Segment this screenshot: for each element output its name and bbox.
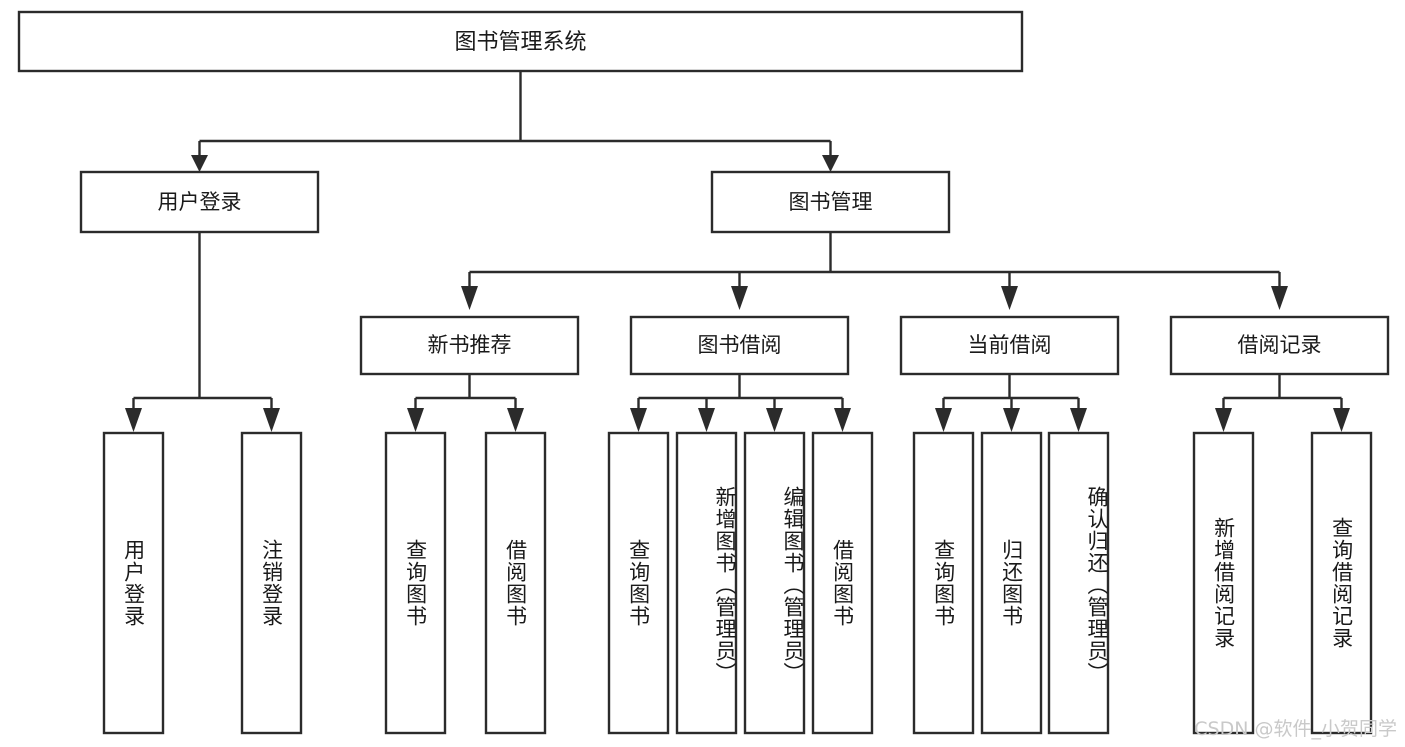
arrowhead-leaf-borrow-record-2 bbox=[1333, 408, 1350, 432]
leaf-box-borrow-record-2[interactable] bbox=[1310, 431, 1373, 735]
arrowhead-leaf-book-borrow-3 bbox=[766, 408, 783, 432]
node-book-borrow[interactable]: 图书借阅 bbox=[629, 315, 850, 376]
leaf-box-current-borrow-3[interactable] bbox=[1047, 431, 1110, 735]
connector-group-new-book bbox=[407, 374, 524, 432]
arrowhead-leaf-current-borrow-3 bbox=[1070, 408, 1087, 432]
arrowhead-leaf-current-borrow-1 bbox=[935, 408, 952, 432]
leaf-box-book-borrow-1[interactable] bbox=[607, 431, 670, 735]
arrowhead-leaf-user-login-2 bbox=[263, 408, 280, 432]
node-book-borrow-label: 图书借阅 bbox=[698, 333, 782, 357]
leaf-box-user-login-2[interactable] bbox=[240, 431, 303, 735]
arrowhead-leaf-book-borrow-4 bbox=[834, 408, 851, 432]
arrowhead-to-new-book bbox=[461, 286, 478, 310]
arrowhead-to-book-manage bbox=[822, 155, 839, 172]
arrowhead-leaf-user-login-1 bbox=[125, 408, 142, 432]
node-current-borrow-box bbox=[899, 315, 1120, 376]
leaf-box-book-borrow-2[interactable] bbox=[675, 431, 738, 735]
arrowhead-leaf-book-borrow-2 bbox=[698, 408, 715, 432]
leaf-box-current-borrow-1[interactable] bbox=[912, 431, 975, 735]
connector-group-user-login bbox=[125, 232, 280, 432]
node-user-login-label: 用户登录 bbox=[158, 190, 242, 214]
node-new-book-recommend[interactable]: 新书推荐 bbox=[359, 315, 580, 376]
leaf-box-book-borrow-3[interactable] bbox=[743, 431, 806, 735]
leaf-box-new-book-2[interactable] bbox=[484, 431, 547, 735]
node-borrow-record[interactable]: 借阅记录 bbox=[1169, 315, 1390, 376]
arrowhead-leaf-current-borrow-2 bbox=[1003, 408, 1020, 432]
leaf-box-current-borrow-2[interactable] bbox=[980, 431, 1043, 735]
leaf-box-book-borrow-4[interactable] bbox=[811, 431, 874, 735]
arrowhead-leaf-new-book-2 bbox=[507, 408, 524, 432]
leaf-box-borrow-record-1[interactable] bbox=[1192, 431, 1255, 735]
node-user-login[interactable]: 用户登录 bbox=[79, 170, 320, 234]
arrowhead-to-borrow-record bbox=[1271, 286, 1288, 310]
leaf-box-new-book-1[interactable] bbox=[384, 431, 447, 735]
node-user-login-box bbox=[79, 170, 320, 234]
node-new-book-recommend-label: 新书推荐 bbox=[428, 333, 512, 357]
connector-group-root bbox=[191, 71, 839, 172]
arrowhead-to-book-borrow bbox=[731, 286, 748, 310]
leaf-box-user-login-1[interactable] bbox=[102, 431, 165, 735]
arrowhead-to-user-login bbox=[191, 155, 208, 172]
arrowhead-leaf-book-borrow-1 bbox=[630, 408, 647, 432]
csdn-watermark: CSDN @软件_小贺同学 bbox=[1194, 718, 1397, 740]
node-root-system[interactable]: 图书管理系统 bbox=[17, 10, 1024, 73]
node-new-book-recommend-box bbox=[359, 315, 580, 376]
connector-group-borrow-record bbox=[1215, 374, 1350, 432]
node-book-borrow-box bbox=[629, 315, 850, 376]
node-current-borrow[interactable]: 当前借阅 bbox=[899, 315, 1120, 376]
node-current-borrow-label: 当前借阅 bbox=[968, 333, 1052, 357]
node-book-manage-box bbox=[710, 170, 951, 234]
arrowhead-leaf-borrow-record-1 bbox=[1215, 408, 1232, 432]
node-book-manage-label: 图书管理 bbox=[789, 190, 873, 214]
connector-group-current-borrow bbox=[935, 374, 1087, 432]
arrowhead-leaf-new-book-1 bbox=[407, 408, 424, 432]
node-root-label: 图书管理系统 bbox=[454, 30, 586, 55]
connector-group-book-borrow bbox=[630, 374, 851, 432]
node-root-box bbox=[17, 10, 1024, 73]
node-book-manage[interactable]: 图书管理 bbox=[710, 170, 951, 234]
arrowhead-to-current-borrow bbox=[1001, 286, 1018, 310]
node-borrow-record-label: 借阅记录 bbox=[1238, 333, 1322, 357]
node-borrow-record-box bbox=[1169, 315, 1390, 376]
connector-group-book-manage bbox=[461, 232, 1288, 310]
